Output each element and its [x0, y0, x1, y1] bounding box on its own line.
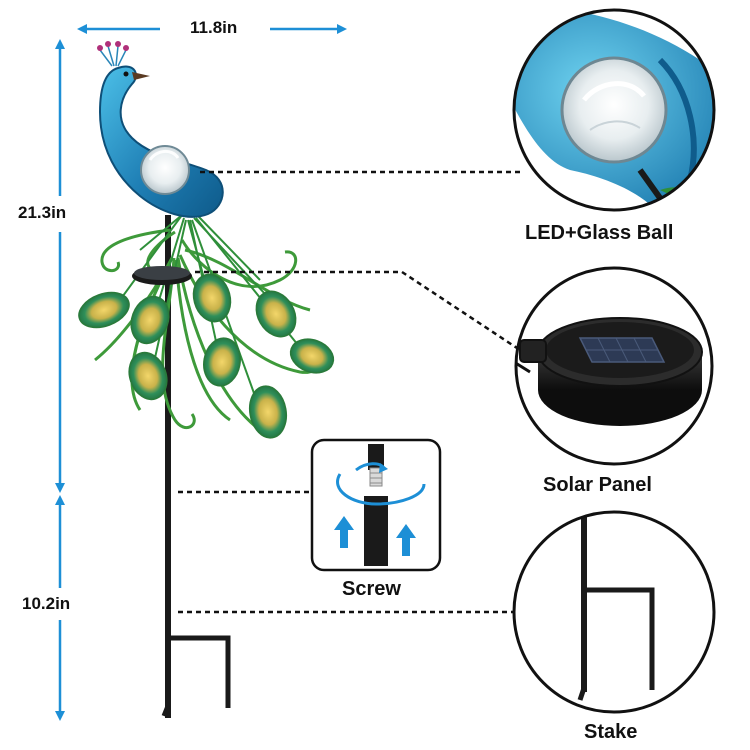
glass-ball-detail	[512, 8, 716, 212]
leader-lines	[178, 170, 521, 614]
solar-panel-caption: Solar Panel	[543, 474, 652, 496]
stake-caption: Stake	[584, 721, 638, 743]
screw-caption: Screw	[342, 578, 401, 600]
stake-detail	[512, 510, 716, 714]
led-glass-ball-caption: LED+Glass Ball	[525, 222, 674, 244]
lower-height-label: 10.2in	[22, 594, 71, 613]
feather-eye-group	[78, 273, 335, 439]
total-height-label: 21.3in	[18, 203, 67, 222]
width-dimension-label: 11.8in	[190, 18, 238, 37]
peacock-stake-figure	[78, 41, 335, 718]
solar-panel-detail	[514, 266, 714, 466]
screw-rotation-icon	[310, 438, 442, 572]
